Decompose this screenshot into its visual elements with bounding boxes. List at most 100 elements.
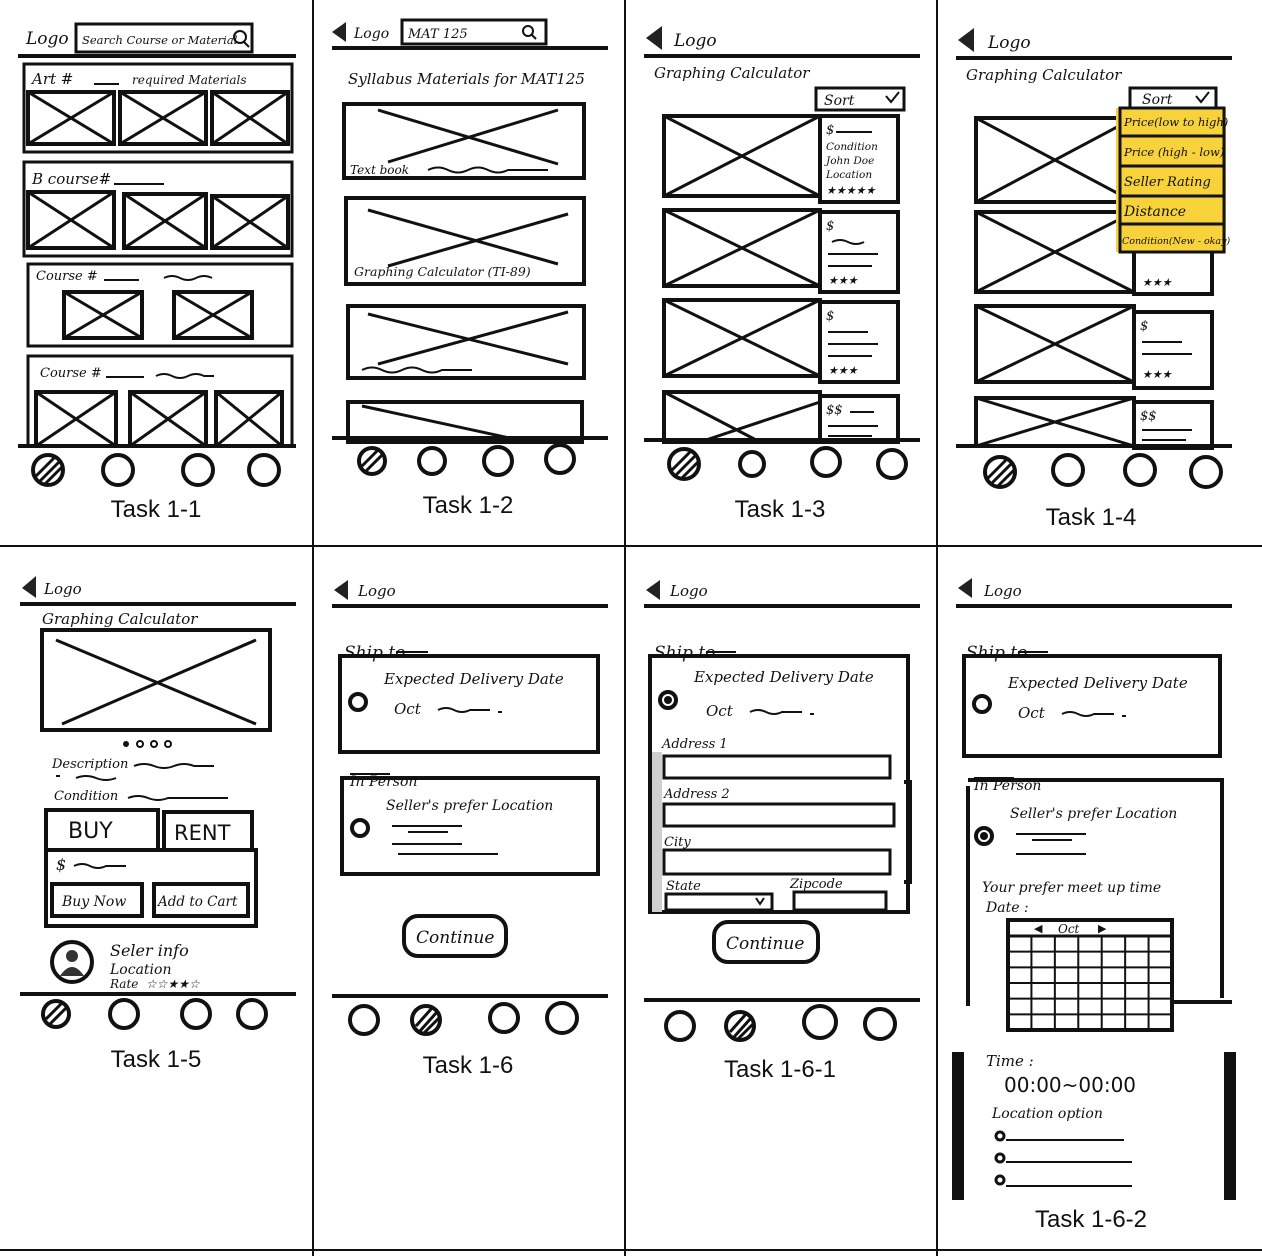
in-person-option-card[interactable] (340, 776, 600, 876)
sketch-task-1-4: Logo Graphing Calculator ★★★ $ ★★★ (952, 16, 1236, 494)
nav-tab[interactable] (664, 1010, 696, 1042)
back-arrow-icon[interactable] (646, 580, 660, 600)
image-placeholder[interactable] (26, 190, 116, 250)
image-placeholder[interactable] (210, 90, 290, 146)
image-placeholder[interactable] (118, 90, 208, 146)
image-carousel-dots[interactable] (123, 740, 172, 748)
nav-tab[interactable] (863, 1007, 897, 1041)
search-input[interactable] (74, 22, 254, 54)
ship-radio[interactable] (348, 692, 368, 712)
nav-tab-cart[interactable] (410, 1004, 442, 1036)
nav-tab[interactable] (180, 998, 212, 1030)
seller-avatar[interactable] (50, 940, 94, 984)
image-placeholder[interactable] (122, 192, 208, 250)
nav-tab[interactable] (236, 998, 268, 1030)
continue-button[interactable] (712, 920, 820, 964)
in-person-radio[interactable] (350, 818, 370, 838)
sort-label: Sort (824, 93, 855, 109)
back-arrow-icon[interactable] (646, 26, 662, 50)
material-card[interactable] (344, 196, 586, 286)
sort-option-condition[interactable] (1118, 222, 1226, 254)
nav-tab[interactable] (247, 453, 281, 487)
nav-tab[interactable] (101, 453, 135, 487)
continue-label: Continue (416, 928, 494, 948)
listing-image[interactable] (662, 298, 822, 378)
time-value[interactable]: 00:00~00:00 (1004, 1073, 1136, 1097)
nav-tab[interactable] (181, 453, 215, 487)
ship-option-card[interactable] (962, 654, 1222, 758)
search-input[interactable] (400, 18, 548, 46)
nav-tab-home[interactable] (983, 455, 1017, 489)
nav-tab[interactable] (1189, 455, 1223, 489)
sort-dropdown[interactable] (814, 86, 906, 112)
nav-tab-home[interactable] (41, 999, 71, 1029)
image-placeholder[interactable] (214, 390, 284, 448)
rating-stars: ★★★ (1142, 368, 1173, 381)
listing-image[interactable] (974, 396, 1136, 448)
nav-tab[interactable] (1123, 453, 1157, 487)
nav-tab-home[interactable] (667, 447, 701, 481)
nav-tab[interactable] (802, 1004, 838, 1040)
edge-shadow (952, 1052, 964, 1200)
magnifier-icon[interactable] (233, 30, 247, 44)
nav-tab[interactable] (417, 446, 447, 476)
image-placeholder[interactable] (172, 290, 254, 340)
nav-tab[interactable] (738, 450, 766, 478)
back-arrow-icon[interactable] (958, 578, 972, 598)
nav-tab-home[interactable] (357, 446, 387, 476)
nav-tab[interactable] (488, 1002, 520, 1034)
back-arrow-icon[interactable] (958, 28, 974, 52)
nav-tab[interactable] (876, 448, 908, 480)
zipcode-input[interactable] (792, 890, 888, 912)
location-option-radio[interactable] (994, 1152, 1006, 1164)
material-card[interactable] (342, 102, 586, 180)
listing-image[interactable] (662, 390, 822, 444)
listing-image[interactable] (662, 114, 822, 198)
calendar[interactable] (1006, 918, 1174, 1032)
address1-input[interactable] (662, 754, 892, 780)
state-select[interactable] (664, 892, 774, 912)
in-person-radio-selected[interactable] (974, 826, 994, 846)
address2-label: Address 2 (663, 787, 730, 802)
nav-tab[interactable] (482, 445, 514, 477)
buy-now-button[interactable] (50, 882, 144, 918)
listing-image[interactable] (662, 208, 822, 288)
in-person-option-card[interactable] (966, 778, 1224, 1006)
image-placeholder[interactable] (26, 90, 116, 146)
image-placeholder[interactable] (34, 390, 118, 448)
nav-tab-cart[interactable] (724, 1010, 756, 1042)
back-arrow-icon[interactable] (332, 22, 346, 42)
product-image[interactable] (40, 628, 272, 732)
nav-tab[interactable] (545, 1001, 579, 1035)
continue-button[interactable] (402, 914, 508, 958)
nav-tab[interactable] (108, 998, 140, 1030)
listing-image[interactable] (974, 304, 1136, 384)
nav-tab[interactable] (348, 1004, 380, 1036)
listing-info (1132, 310, 1214, 390)
calendar-next-icon[interactable]: ▶ (1098, 922, 1107, 935)
material-card[interactable] (346, 304, 586, 380)
listing-detail: Condition (826, 141, 878, 153)
ship-option-card[interactable] (338, 654, 600, 754)
location-option-radio[interactable] (994, 1130, 1006, 1142)
add-to-cart-button[interactable] (152, 882, 250, 918)
magnifier-icon[interactable] (522, 25, 534, 37)
listing-image[interactable] (974, 210, 1136, 294)
image-placeholder[interactable] (210, 194, 290, 250)
image-placeholder[interactable] (62, 290, 144, 340)
city-input[interactable] (662, 848, 892, 876)
back-arrow-icon[interactable] (334, 580, 348, 600)
delivery-month: Oct (706, 702, 734, 720)
nav-tab[interactable] (1051, 453, 1085, 487)
nav-tab[interactable] (810, 446, 842, 478)
nav-tab-home[interactable] (31, 453, 65, 487)
location-option-radio[interactable] (994, 1174, 1006, 1186)
address2-input[interactable] (662, 802, 896, 828)
nav-tab[interactable] (544, 443, 576, 475)
back-arrow-icon[interactable] (22, 576, 36, 598)
listing-image[interactable] (974, 116, 1136, 204)
ship-radio-selected[interactable] (658, 690, 678, 710)
calendar-prev-icon[interactable]: ◀ (1034, 922, 1043, 935)
image-placeholder[interactable] (128, 390, 208, 448)
ship-radio[interactable] (972, 694, 992, 714)
